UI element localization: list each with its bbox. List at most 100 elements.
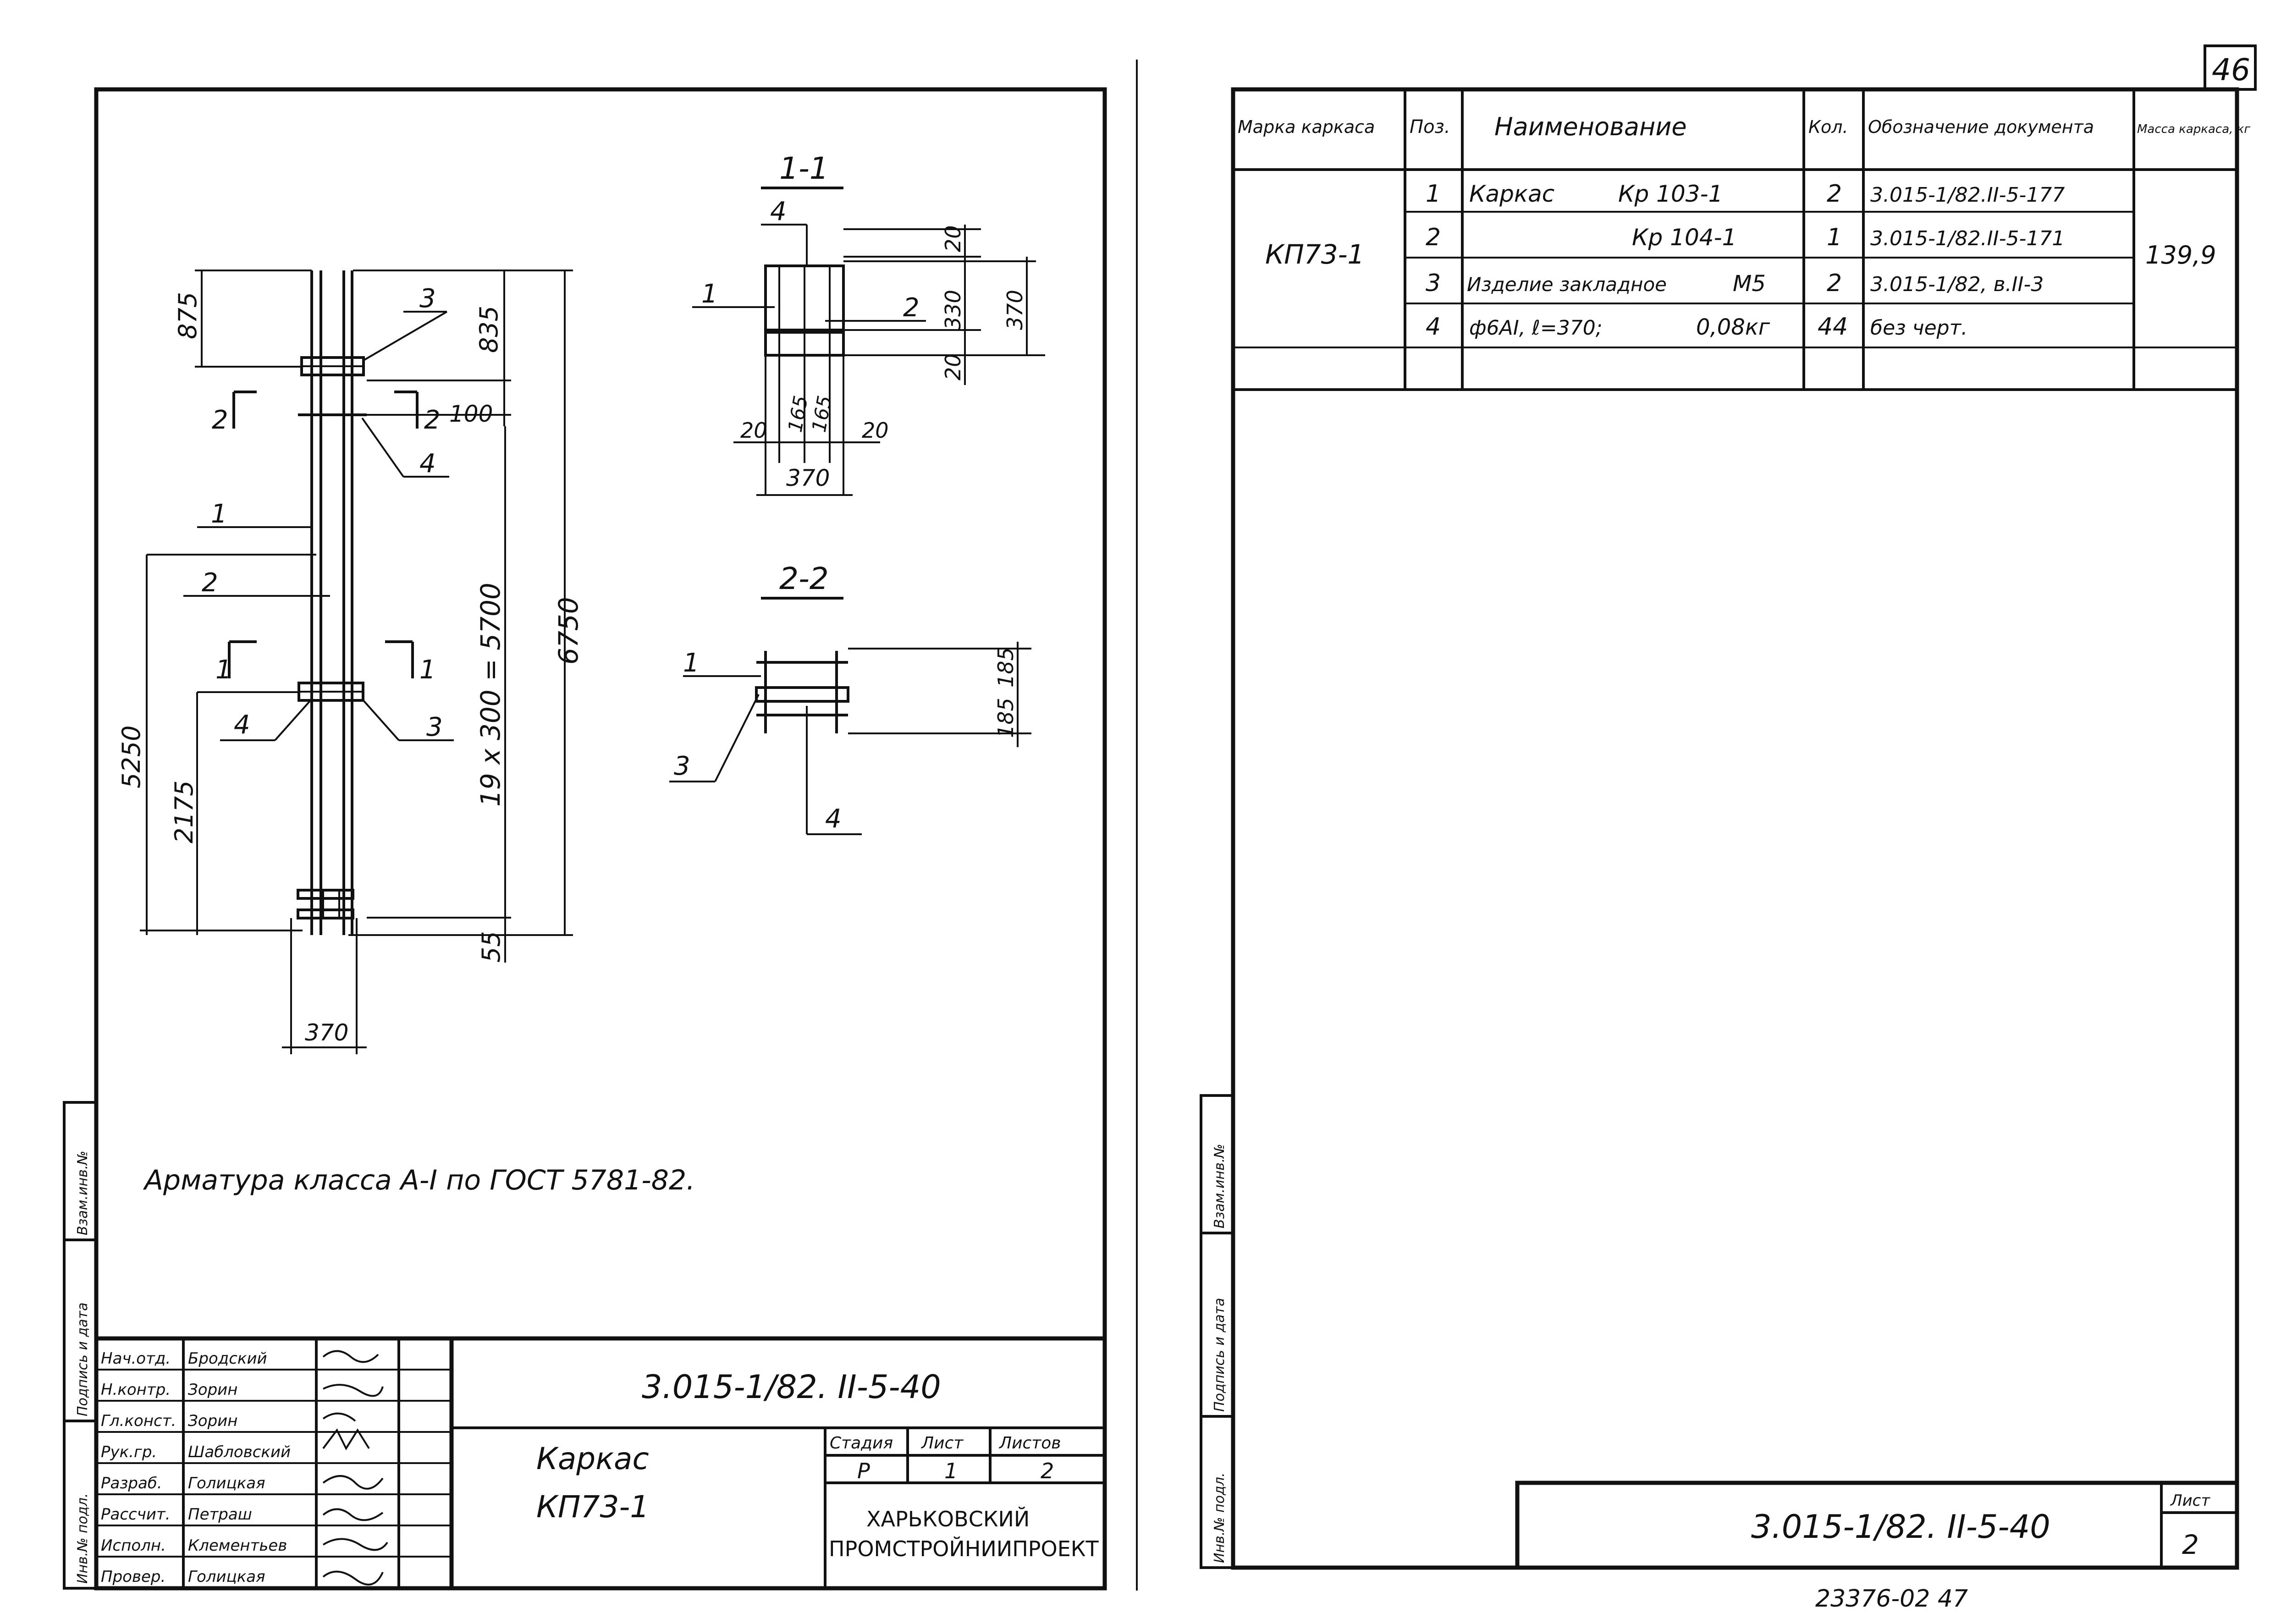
dim-55: 55 (477, 931, 506, 963)
row3-pos: 3 (1426, 270, 1441, 297)
row4-doc: без черт. (1870, 316, 1967, 340)
section-1-1: 1-1 4 1 2 20 330 370 20 20 165 (692, 151, 1045, 496)
person-name-7: Клементьев (188, 1536, 287, 1555)
s1-mark-1: 1 (701, 279, 718, 309)
cut-1-right: 1 (419, 655, 436, 685)
dim-835: 835 (474, 306, 503, 353)
cut-1-left: 1 (215, 655, 232, 685)
row1-pos: 1 (1426, 180, 1441, 208)
sheet-value: 1 (944, 1459, 958, 1483)
org-line-1: ХАРЬКОВСКИЙ (866, 1507, 1030, 1531)
person-role-6: Рассчит. (101, 1505, 171, 1524)
rebar-note: Арматура класса А-I по ГОСТ 5781-82. (143, 1164, 695, 1196)
s1-dim-20l: 20 (740, 418, 767, 443)
spec-table: Марка каркаса Поз. Наименование Кол. Обо… (1233, 89, 2250, 391)
title-name-2: КП73-1 (536, 1489, 649, 1525)
row2-doc: 3.015-1/82.II-5-171 (1870, 227, 2065, 250)
person-role-8: Провер. (101, 1568, 165, 1586)
mark-3-mid: 3 (426, 712, 443, 742)
row4-qty: 44 (1818, 313, 1848, 341)
right-title-code: 3.015-1/82. II-5-40 (1751, 1508, 2050, 1546)
right-strip-sign: Подпись и дата (1212, 1298, 1228, 1412)
org-line-2: ПРОМСТРОЙНИИПРОЕКТ (829, 1536, 1099, 1561)
dim-2175: 2175 (170, 781, 198, 843)
row1-item: Кр 103-1 (1618, 181, 1723, 207)
dim-5250: 5250 (117, 726, 146, 788)
section-2-2: 2-2 1 3 4 185 185 (669, 561, 1031, 835)
dim-6750: 6750 (553, 597, 584, 665)
title-name-1: Каркас (536, 1441, 649, 1476)
hdr-mass: Масса каркаса, кг (2137, 122, 2250, 136)
right-title-block: 3.015-1/82. II-5-40 Лист 2 (1515, 1481, 2239, 1570)
s1-dim-20b: 20 (941, 353, 965, 380)
mark-1: 1 (211, 499, 227, 529)
left-strip-replace: Взам.инв.№ (75, 1151, 91, 1235)
header-sheet: Лист (920, 1434, 964, 1453)
s1-dim-370h: 370 (786, 465, 830, 491)
cell-mass: 139,9 (2145, 241, 2216, 270)
mark-4-mid: 4 (234, 710, 250, 740)
right-sheet-frame (1231, 87, 2239, 1570)
stage-value: Р (857, 1459, 870, 1483)
row1-qty: 2 (1827, 180, 1842, 208)
person-name-1: Бродский (188, 1349, 267, 1368)
s2-mark-1: 1 (683, 648, 700, 678)
right-sheet-value: 2 (2182, 1529, 2199, 1560)
row2-qty: 1 (1827, 224, 1842, 251)
title-code: 3.015-1/82. II-5-40 (642, 1368, 941, 1406)
person-name-3: Зорин (188, 1412, 238, 1430)
person-name-2: Зорин (188, 1381, 238, 1399)
s2-mark-4: 4 (825, 804, 842, 834)
person-role-5: Разраб. (101, 1474, 162, 1492)
section-1-1-title: 1-1 (779, 151, 829, 186)
row1-name: Каркас (1469, 181, 1554, 207)
s1-mark-2: 2 (903, 293, 920, 323)
cut-2-left: 2 (212, 405, 228, 435)
right-strip-replace: Взам.инв.№ (1212, 1144, 1228, 1228)
person-name-4: Шабловский (188, 1443, 291, 1461)
row3-item: М5 (1733, 271, 1766, 297)
row4-pos: 4 (1426, 313, 1441, 341)
s1-dim-20a: 20 (941, 225, 965, 252)
sheet-number-box (2204, 44, 2257, 91)
s1-dim-370v: 370 (1003, 290, 1027, 330)
row2-pos: 2 (1426, 224, 1441, 251)
dim-100: 100 (449, 401, 493, 427)
person-role-7: Исполн. (101, 1536, 166, 1555)
sheet-number: 46 (2212, 52, 2250, 88)
header-stage: Стадия (830, 1434, 893, 1453)
hdr-qty: Кол. (1808, 117, 1848, 137)
s2-dim-185b: 185 (993, 698, 1018, 738)
right-sheet-label: Лист (2170, 1492, 2210, 1510)
s2-mark-3: 3 (674, 751, 690, 781)
cut-2-right: 2 (424, 405, 441, 435)
person-name-8: Голицкая (188, 1568, 265, 1586)
header-sheets: Листов (998, 1434, 1061, 1453)
section-2-2-title: 2-2 (779, 561, 829, 596)
mark-4-top: 4 (419, 449, 436, 479)
row1-doc: 3.015-1/82.II-5-177 (1870, 183, 2065, 207)
bottom-stamp: 23376-02 47 (1815, 1585, 1968, 1613)
person-role-3: Гл.конст. (101, 1412, 176, 1430)
mark-3-top: 3 (419, 284, 436, 314)
person-role-2: Н.контр. (101, 1381, 171, 1399)
s2-dim-185a: 185 (993, 647, 1018, 688)
row3-name: Изделие закладное (1467, 273, 1667, 296)
hdr-name: Наименование (1494, 112, 1687, 141)
person-role-4: Рук.гр. (101, 1443, 157, 1461)
cell-mark: КП73-1 (1265, 239, 1364, 270)
mark-2: 2 (202, 568, 218, 598)
s1-dim-330: 330 (941, 290, 965, 330)
right-side-strip (1200, 1094, 1234, 1569)
s1-dim-20r: 20 (862, 418, 889, 443)
left-strip-inv: Инв.№ подл. (75, 1493, 91, 1584)
s1-mark-4: 4 (770, 197, 787, 226)
row3-doc: 3.015-1/82, в.II-3 (1870, 273, 2044, 296)
left-title-block: Нач.отд. Бродский Н.контр. Зорин Гл.конс… (94, 1336, 1107, 1591)
hdr-mark: Марка каркаса (1238, 117, 1375, 137)
row2-item: Кр 104-1 (1632, 224, 1736, 251)
row4-item: 0,08кг (1696, 314, 1770, 340)
person-role-1: Нач.отд. (101, 1349, 171, 1368)
sheets-value: 2 (1041, 1459, 1054, 1483)
